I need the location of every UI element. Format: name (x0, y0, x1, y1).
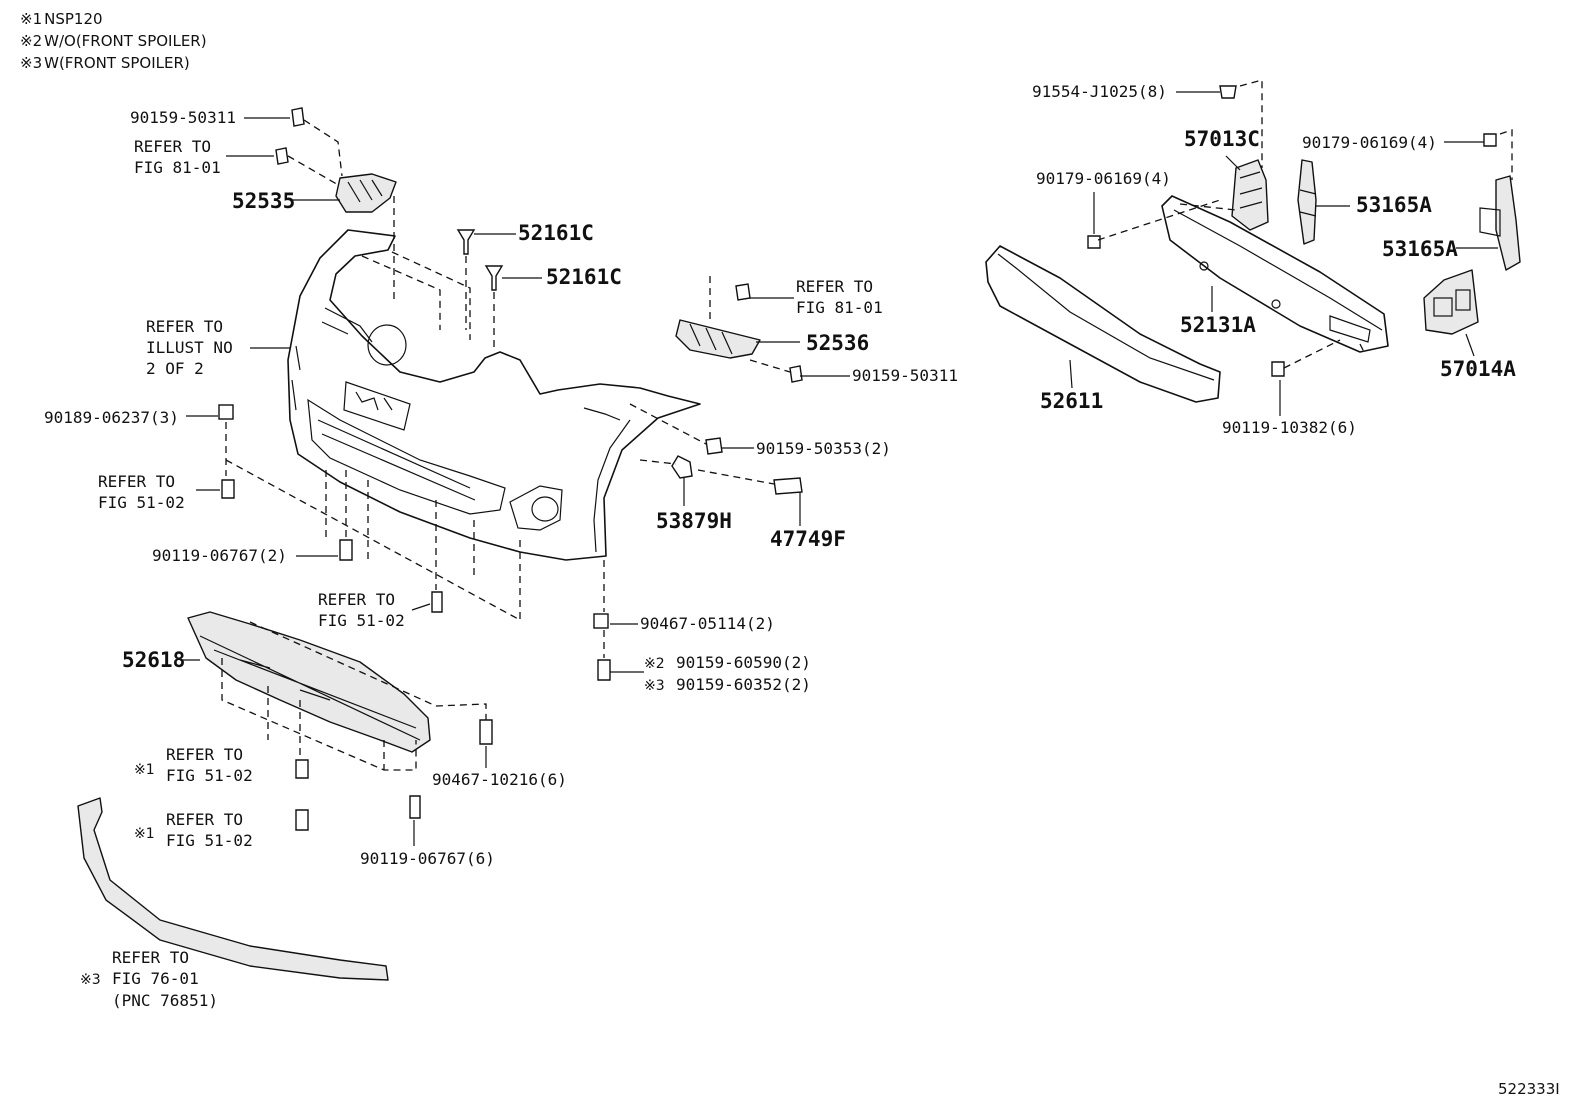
bracket-53165a-left-illustration (1297, 159, 1317, 245)
label-refer-to-illust: REFER TO (146, 317, 223, 336)
label-53879h: 53879H (656, 509, 732, 533)
label-90159-50311-mid: 90159-50311 (852, 366, 958, 385)
label-53165a-b: 53165A (1382, 237, 1458, 261)
label-pnc-76851: (PNC 76851) (112, 991, 218, 1010)
label-90119-06767-2: 90119-06767(2) (152, 546, 287, 565)
bracket-57014a-illustration (1423, 269, 1479, 335)
label-mark-3-a: ※3 (644, 678, 665, 694)
absorber-52611-illustration (985, 245, 1221, 403)
label-fig-81-01-a: FIG 81-01 (134, 158, 221, 177)
label-53165a-a: 53165A (1356, 193, 1432, 217)
label-52611: 52611 (1040, 389, 1103, 413)
label-52618: 52618 (122, 648, 185, 672)
assembly-lines (221, 79, 1513, 771)
front-spoiler-illustration (77, 797, 389, 981)
labels: 90159-50311 REFER TO FIG 81-01 52535 521… (44, 82, 1560, 1098)
label-illust-no: ILLUST NO (146, 338, 233, 357)
label-90179-06169-b: 90179-06169(4) (1302, 133, 1437, 152)
label-mark-1-a: ※1 (134, 762, 155, 778)
label-90159-50311-top: 90159-50311 (130, 108, 236, 127)
label-fig-51-02-c: FIG 51-02 (166, 766, 253, 785)
label-90159-60590: 90159-60590(2) (676, 653, 811, 672)
label-47749f: 47749F (770, 527, 846, 551)
bracket-52535-illustration (335, 173, 397, 213)
label-90119-10382: 90119-10382(6) (1222, 418, 1357, 437)
bumper-cover-illustration (287, 229, 701, 561)
label-52161c-b: 52161C (546, 265, 622, 289)
label-52161c-a: 52161C (518, 221, 594, 245)
lower-absorber-52618-illustration (187, 611, 431, 753)
label-fig-51-02-d: FIG 51-02 (166, 831, 253, 850)
bracket-52536-illustration (675, 319, 761, 359)
label-mark-2: ※2 (644, 656, 665, 672)
label-90467-10216: 90467-10216(6) (432, 770, 567, 789)
label-57014a: 57014A (1440, 357, 1516, 381)
label-90189-06237: 90189-06237(3) (44, 408, 179, 427)
label-90119-06767-6: 90119-06767(6) (360, 849, 495, 868)
label-fig-76-01: FIG 76-01 (112, 969, 199, 988)
bracket-57013c-illustration (1231, 159, 1269, 231)
label-52131a: 52131A (1180, 313, 1256, 337)
label-fig-51-02-b: FIG 51-02 (318, 611, 405, 630)
illustration-id: 522333I (1498, 1080, 1560, 1098)
label-refer-to-g: REFER TO (112, 948, 189, 967)
leader-lines (180, 91, 1498, 846)
label-52535: 52535 (232, 189, 295, 213)
label-90159-50353: 90159-50353(2) (756, 439, 891, 458)
label-90467-05114: 90467-05114(2) (640, 614, 775, 633)
label-refer-to-c: REFER TO (98, 472, 175, 491)
label-refer-to-f: REFER TO (166, 810, 243, 829)
label-2-of-2: 2 OF 2 (146, 359, 204, 378)
label-90179-06169-a: 90179-06169(4) (1036, 169, 1171, 188)
label-refer-to-d: REFER TO (318, 590, 395, 609)
label-52536: 52536 (806, 331, 869, 355)
label-refer-to-e: REFER TO (166, 745, 243, 764)
label-fig-51-02-a: FIG 51-02 (98, 493, 185, 512)
label-91554-j1025: 91554-J1025(8) (1032, 82, 1167, 101)
reinforcement-52131a-illustration (1161, 195, 1389, 353)
fasteners (218, 85, 1497, 831)
label-57013c: 57013C (1184, 127, 1260, 151)
label-mark-1-b: ※1 (134, 826, 155, 842)
label-mark-3-b: ※3 (80, 972, 101, 988)
bracket-53165a-right-illustration (1479, 175, 1521, 271)
label-refer-to-a: REFER TO (134, 137, 211, 156)
label-fig-81-01-b: FIG 81-01 (796, 298, 883, 317)
label-90159-60352: 90159-60352(2) (676, 675, 811, 694)
label-refer-to-b: REFER TO (796, 277, 873, 296)
